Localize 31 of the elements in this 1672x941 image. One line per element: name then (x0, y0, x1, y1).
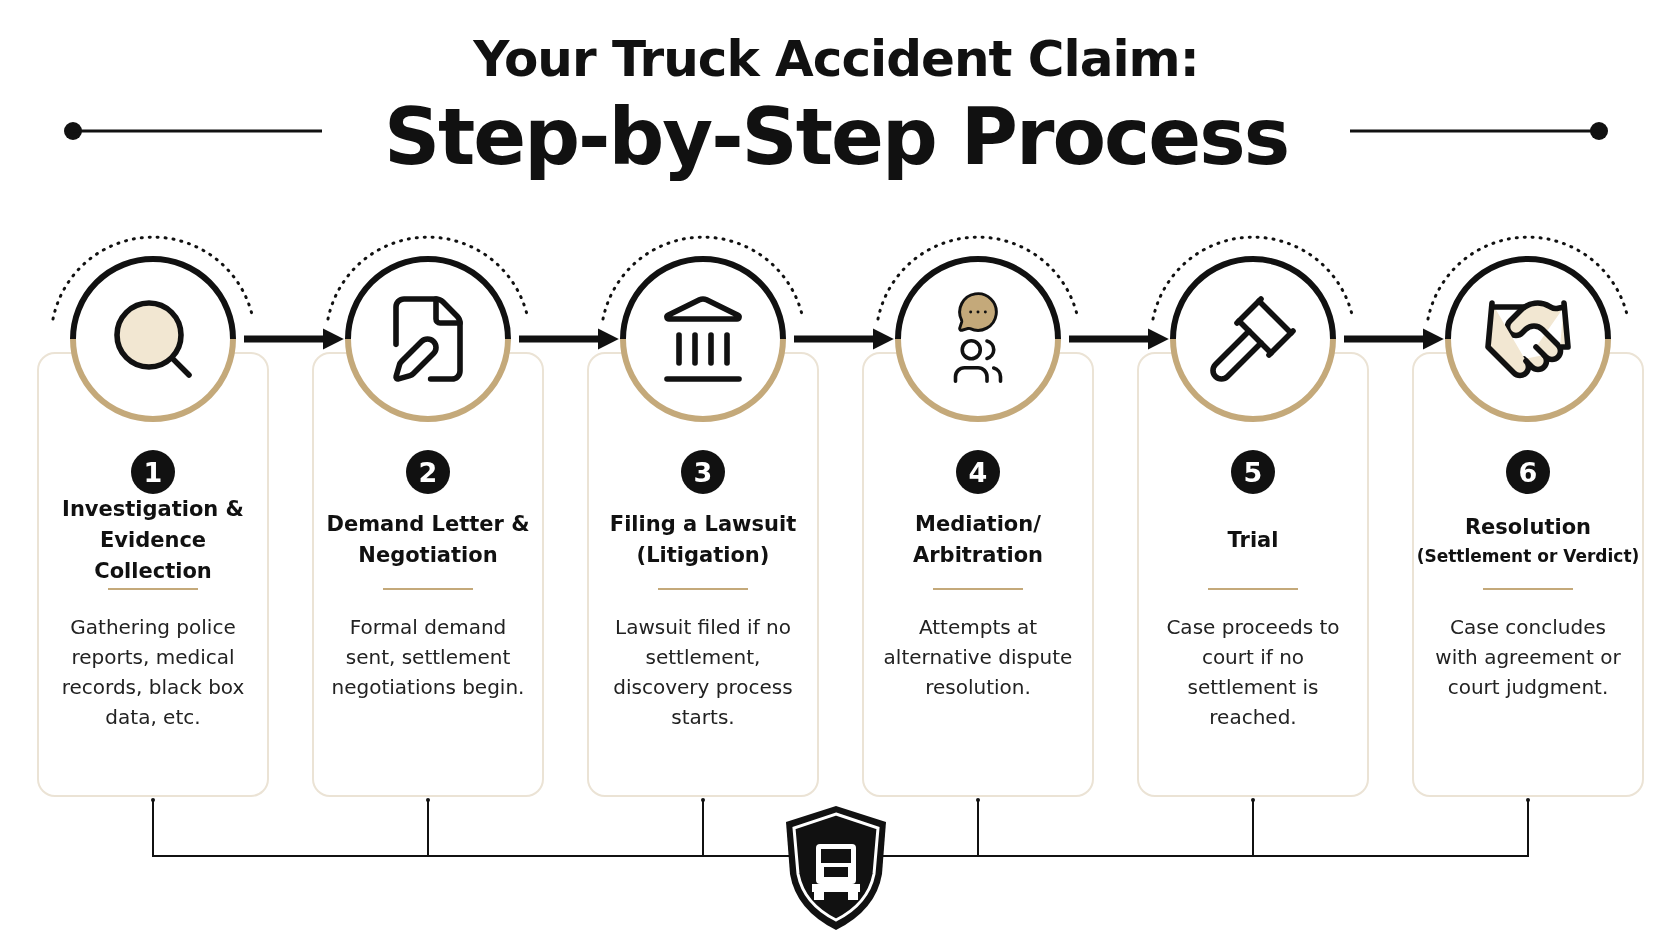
step-title: Investigation & Evidence Collection (61, 495, 245, 585)
step-card (1412, 352, 1644, 797)
step-description: Lawsuit filed if no settlement, discovery process starts. (612, 614, 794, 731)
title: Your Truck Accident Claim: (472, 30, 1200, 88)
icon-circle (1170, 256, 1336, 422)
step-number: 6 (1506, 450, 1550, 494)
step-card (37, 352, 269, 797)
step-number: 5 (1231, 450, 1275, 494)
icon-circle (895, 256, 1061, 422)
step-subtitle: (Settlement or Verdict) (1416, 544, 1640, 568)
step-description: Attempts at alternative dispute resolution. (882, 614, 1074, 701)
step-title: Demand Letter & Negotiation (325, 511, 531, 569)
step-description: Case concludes with agreement or court judgment. (1434, 614, 1622, 701)
icon-circle (345, 256, 511, 422)
step-title: Resolution (1463, 513, 1593, 541)
step-card (862, 352, 1094, 797)
step-card (587, 352, 819, 797)
step-number: 2 (406, 450, 450, 494)
step-title: Filing a Lawsuit (Litigation) (608, 511, 798, 569)
step-title: Mediation/ Arbitration (912, 511, 1044, 569)
step-number: 3 (681, 450, 725, 494)
step-number: 1 (131, 450, 175, 494)
step-card (312, 352, 544, 797)
subtitle: Step-by-Step Process (382, 92, 1290, 182)
step-title: Trial (1226, 526, 1280, 554)
step-number: 4 (956, 450, 1000, 494)
step-description: Case proceeds to court if no settlement is reached. (1165, 614, 1341, 731)
step-card (1137, 352, 1369, 797)
step-description: Gathering police reports, medical records, black box data, etc. (60, 614, 246, 731)
icon-circle (620, 256, 786, 422)
step-description: Formal demand sent, settlement negotiations begin. (330, 614, 526, 701)
